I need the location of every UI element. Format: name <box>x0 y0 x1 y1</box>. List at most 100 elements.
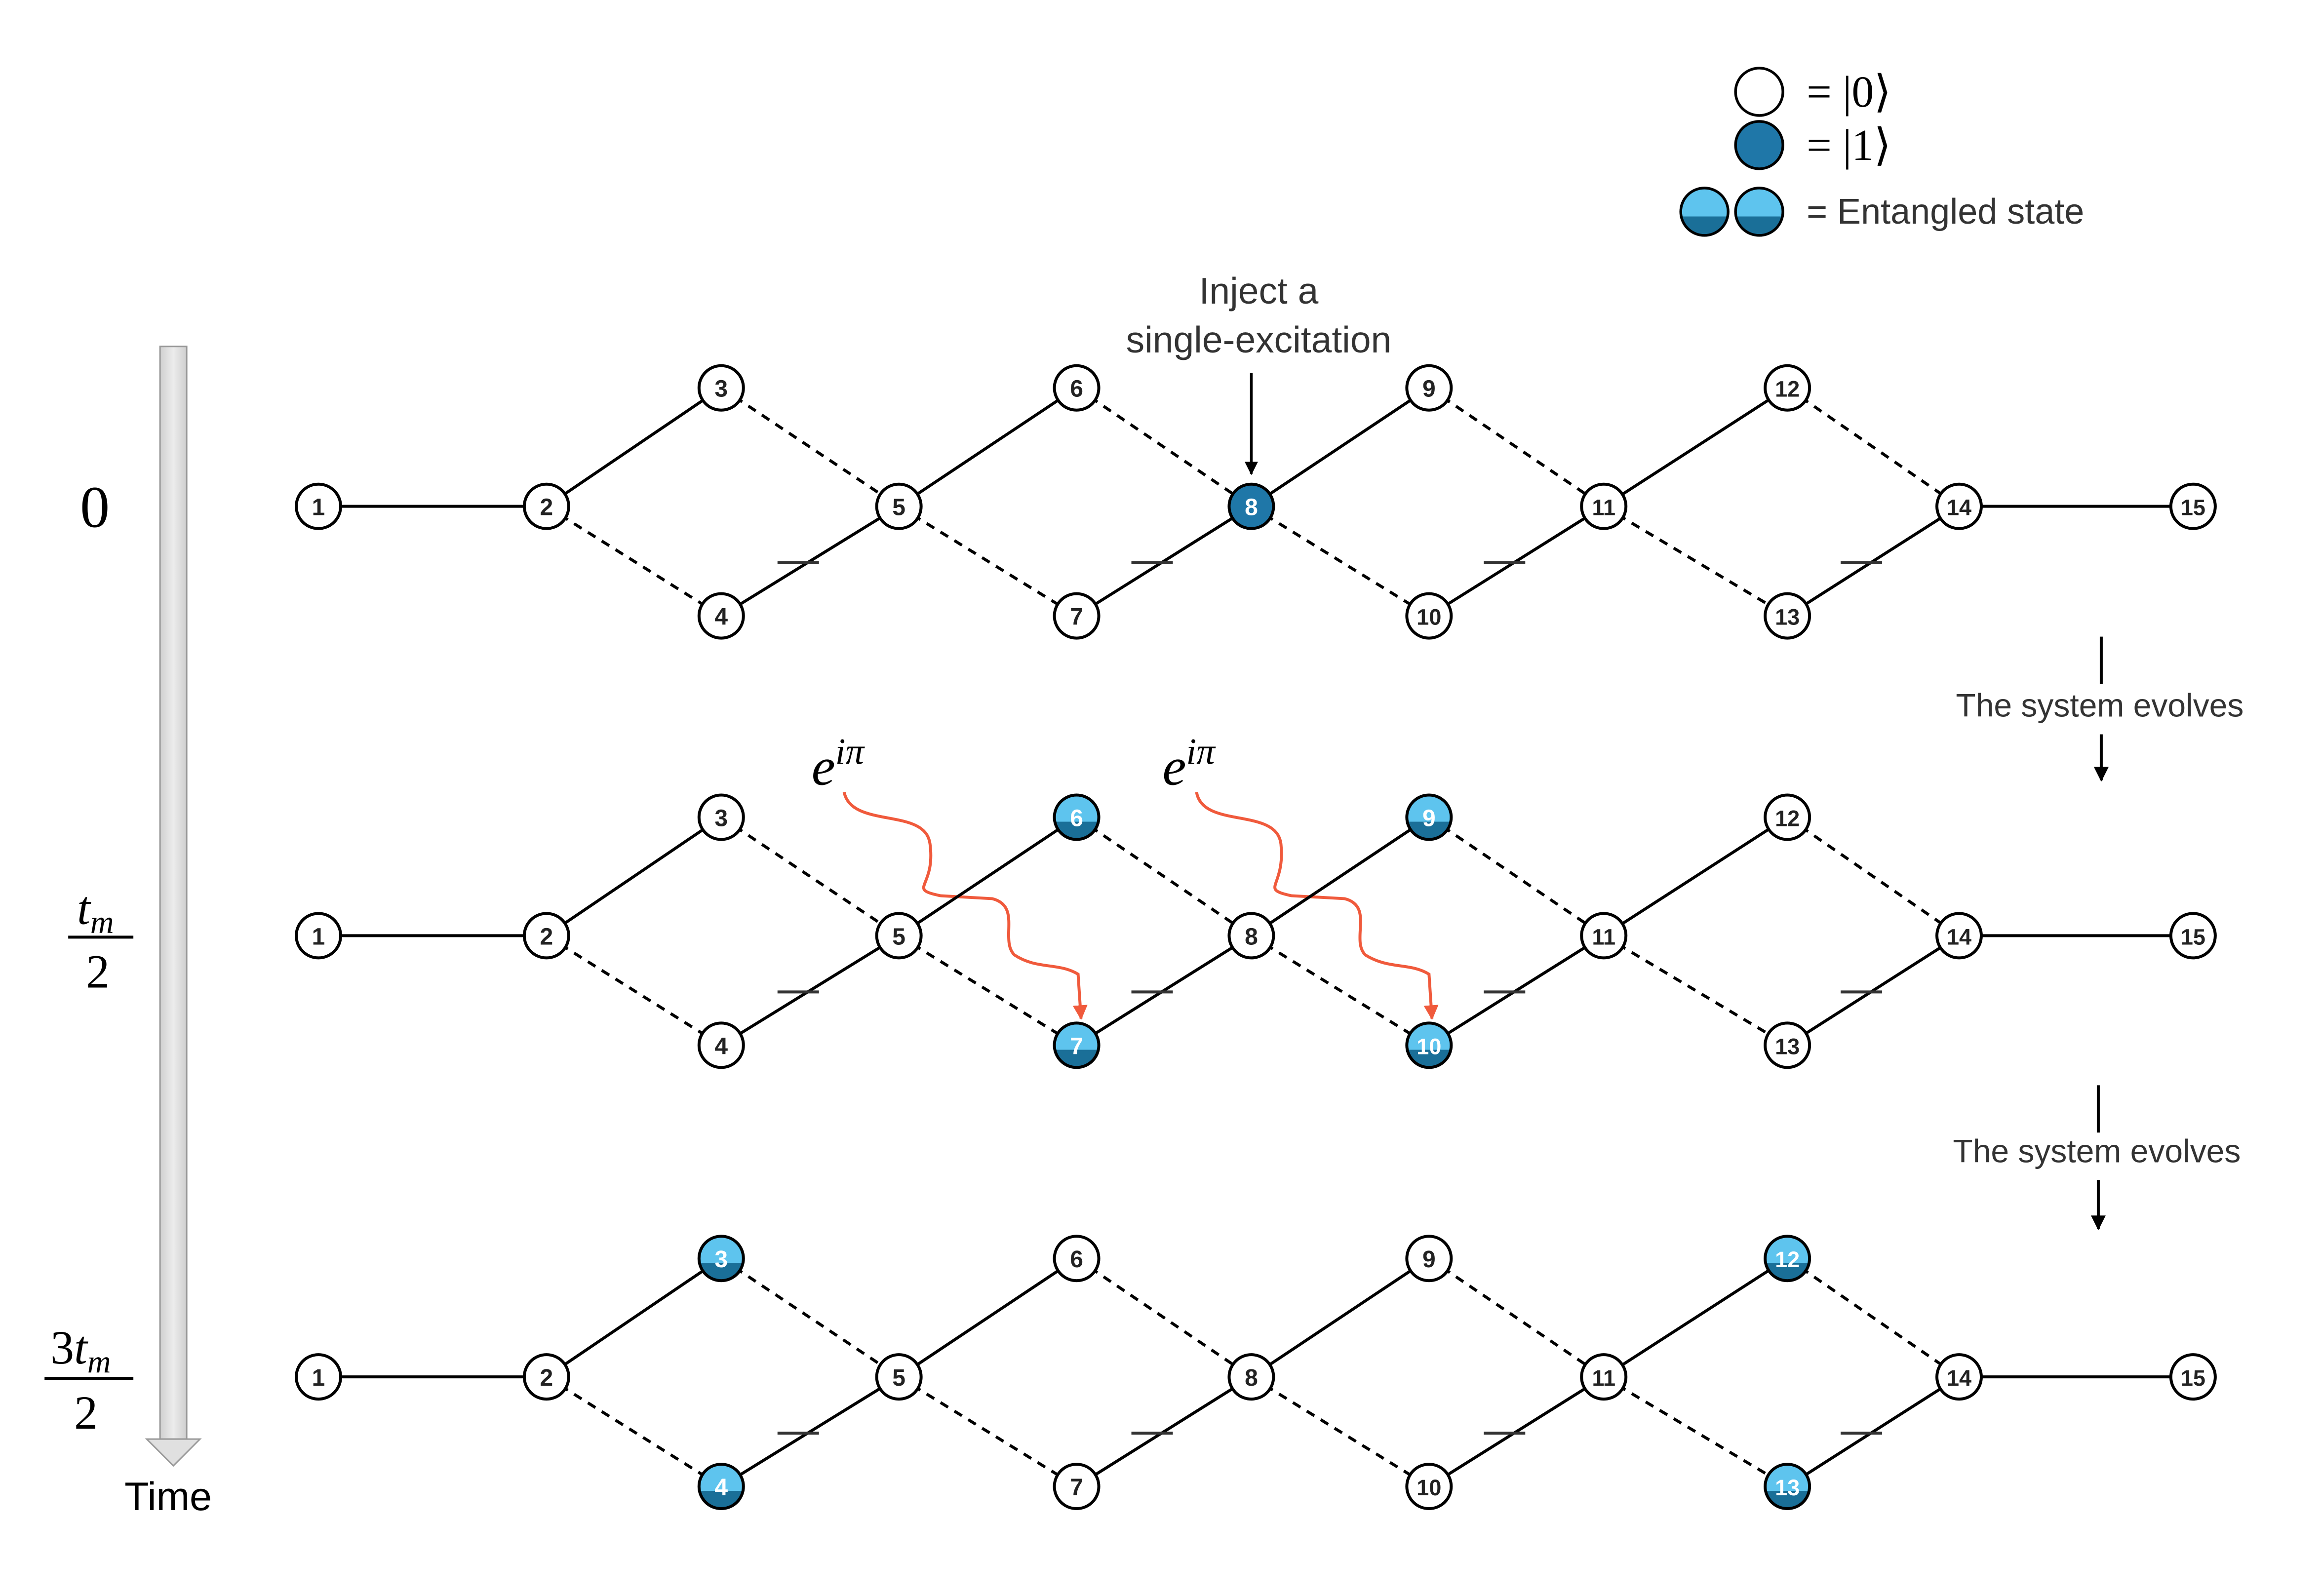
qubit-label-10: 10 <box>1417 1475 1441 1500</box>
qubit-node-4 <box>697 1463 745 1511</box>
qubit-node-12 <box>1764 793 1811 841</box>
edge-8-9 <box>1250 816 1430 937</box>
qubit-label-7: 7 <box>1070 1475 1083 1501</box>
qubit-node-15 <box>2169 912 2217 960</box>
qubit-label-9: 9 <box>1422 376 1436 402</box>
edge-9-11 <box>1428 387 1605 508</box>
qubit-label-3: 3 <box>714 376 728 402</box>
qubit-node-13 <box>1764 592 1811 640</box>
phase-wavy-arrow-b <box>1195 791 1439 1020</box>
qubit-node-3 <box>697 1235 745 1283</box>
edge-3-5 <box>720 816 900 937</box>
legend-entangled-label: = Entangled state <box>1807 192 2084 232</box>
qubit-node-12 <box>1764 1235 1811 1283</box>
qubit-label-4: 4 <box>714 1033 728 1059</box>
qubit-node-2 <box>522 912 570 960</box>
edge-5-6 <box>898 387 1078 508</box>
qubit-node-15 <box>2169 482 2217 530</box>
qubit-node-6 <box>1053 1235 1101 1283</box>
qubit-node-1 <box>295 912 343 960</box>
qubit-label-8: 8 <box>1245 495 1258 521</box>
qubit-node-9 <box>1405 793 1453 841</box>
svg-text:eiπ: eiπ <box>1162 732 1216 797</box>
qubit-node-1 <box>295 482 343 530</box>
qubit-label-9: 9 <box>1422 1246 1436 1273</box>
qubit-node-5 <box>875 1353 923 1401</box>
phase-base-b: e <box>1162 738 1186 797</box>
edge-8-9 <box>1250 1257 1430 1378</box>
edge-11-12 <box>1603 1257 1788 1378</box>
edge-3-5 <box>720 1257 900 1378</box>
qubit-label-2: 2 <box>540 495 553 521</box>
legend-zero-state-icon <box>1734 67 1784 117</box>
edge-11-12 <box>1603 387 1788 508</box>
qubit-node-11 <box>1580 912 1628 960</box>
qubit-label-4: 4 <box>714 604 728 630</box>
qubit-node-10 <box>1405 592 1453 640</box>
qubit-label-11: 11 <box>1592 495 1615 520</box>
qubit-node-8 <box>1227 1353 1275 1401</box>
svg-text:3tm: 3tm <box>50 1321 111 1380</box>
edge-6-8 <box>1075 387 1253 508</box>
qubit-node-7 <box>1053 1021 1101 1069</box>
qubit-node-8 <box>1227 482 1275 530</box>
legend-entangled-icon-b <box>1734 187 1784 237</box>
qubit-label-2: 2 <box>540 1365 553 1391</box>
inject-text-line2: single-excitation <box>1126 319 1392 360</box>
phase-exp-b: iπ <box>1186 732 1216 773</box>
time-label: Time <box>124 1475 212 1519</box>
qubit-label-12: 12 <box>1775 806 1800 831</box>
evolve-text-2: The system evolves <box>1953 1132 2241 1169</box>
qubit-label-12: 12 <box>1775 1247 1800 1272</box>
qubit-label-13: 13 <box>1775 1475 1800 1500</box>
qubit-label-10: 10 <box>1417 605 1441 630</box>
qubit-label-6: 6 <box>1070 1246 1083 1273</box>
edge-6-8 <box>1075 816 1253 937</box>
edge-5-7 <box>898 505 1078 618</box>
inject-text-line1: Inject a <box>1199 270 1319 311</box>
edge-9-11 <box>1428 1257 1605 1378</box>
edge-12-14 <box>1786 1257 1960 1378</box>
qubit-node-6 <box>1053 793 1101 841</box>
legend-one-label: = |1⟩ <box>1807 121 1891 170</box>
qubit-node-4 <box>697 1021 745 1069</box>
edge-2-3 <box>546 1257 722 1378</box>
legend-entangled-icon-a <box>1679 187 1730 237</box>
qubit-node-2 <box>522 482 570 530</box>
qubit-node-14 <box>1935 1353 1983 1401</box>
time-three-half-sub: m <box>87 1344 111 1380</box>
edge-5-6 <box>898 816 1078 937</box>
edge-8-9 <box>1250 387 1430 508</box>
qubit-node-6 <box>1053 364 1101 412</box>
qubit-node-11 <box>1580 482 1628 530</box>
time-three-half-label: 3tm 2 <box>44 1321 134 1439</box>
edge-2-4 <box>546 934 722 1047</box>
qubit-label-1: 1 <box>312 495 325 521</box>
qubit-label-8: 8 <box>1245 1365 1258 1391</box>
qubit-label-7: 7 <box>1070 604 1083 630</box>
time-three-half-base: t <box>74 1321 88 1374</box>
svg-text:eiπ: eiπ <box>812 732 866 797</box>
qubit-label-3: 3 <box>714 805 728 831</box>
edge-2-3 <box>546 387 722 508</box>
phase-annotation-a: eiπ <box>812 732 1088 1020</box>
qubit-node-13 <box>1764 1463 1811 1511</box>
phase-base-a: e <box>812 738 835 797</box>
svg-text:tm: tm <box>77 881 114 940</box>
qubit-label-15: 15 <box>2181 495 2205 520</box>
qubit-label-4: 4 <box>714 1475 728 1501</box>
qubit-label-6: 6 <box>1070 376 1083 402</box>
qubit-label-14: 14 <box>1947 495 1971 520</box>
time-three-half-den: 2 <box>74 1386 98 1439</box>
qubit-label-10: 10 <box>1417 1034 1441 1059</box>
edge-12-14 <box>1786 387 1960 508</box>
qubit-label-15: 15 <box>2181 1365 2205 1391</box>
qubit-label-13: 13 <box>1775 1034 1800 1059</box>
qubit-label-5: 5 <box>892 1365 905 1391</box>
time-axis: Time 0 tm 2 3tm 2 <box>44 346 212 1519</box>
time-bar <box>159 346 188 1440</box>
qubit-node-5 <box>875 912 923 960</box>
qubit-node-1 <box>295 1353 343 1401</box>
qubit-label-3: 3 <box>714 1246 728 1273</box>
